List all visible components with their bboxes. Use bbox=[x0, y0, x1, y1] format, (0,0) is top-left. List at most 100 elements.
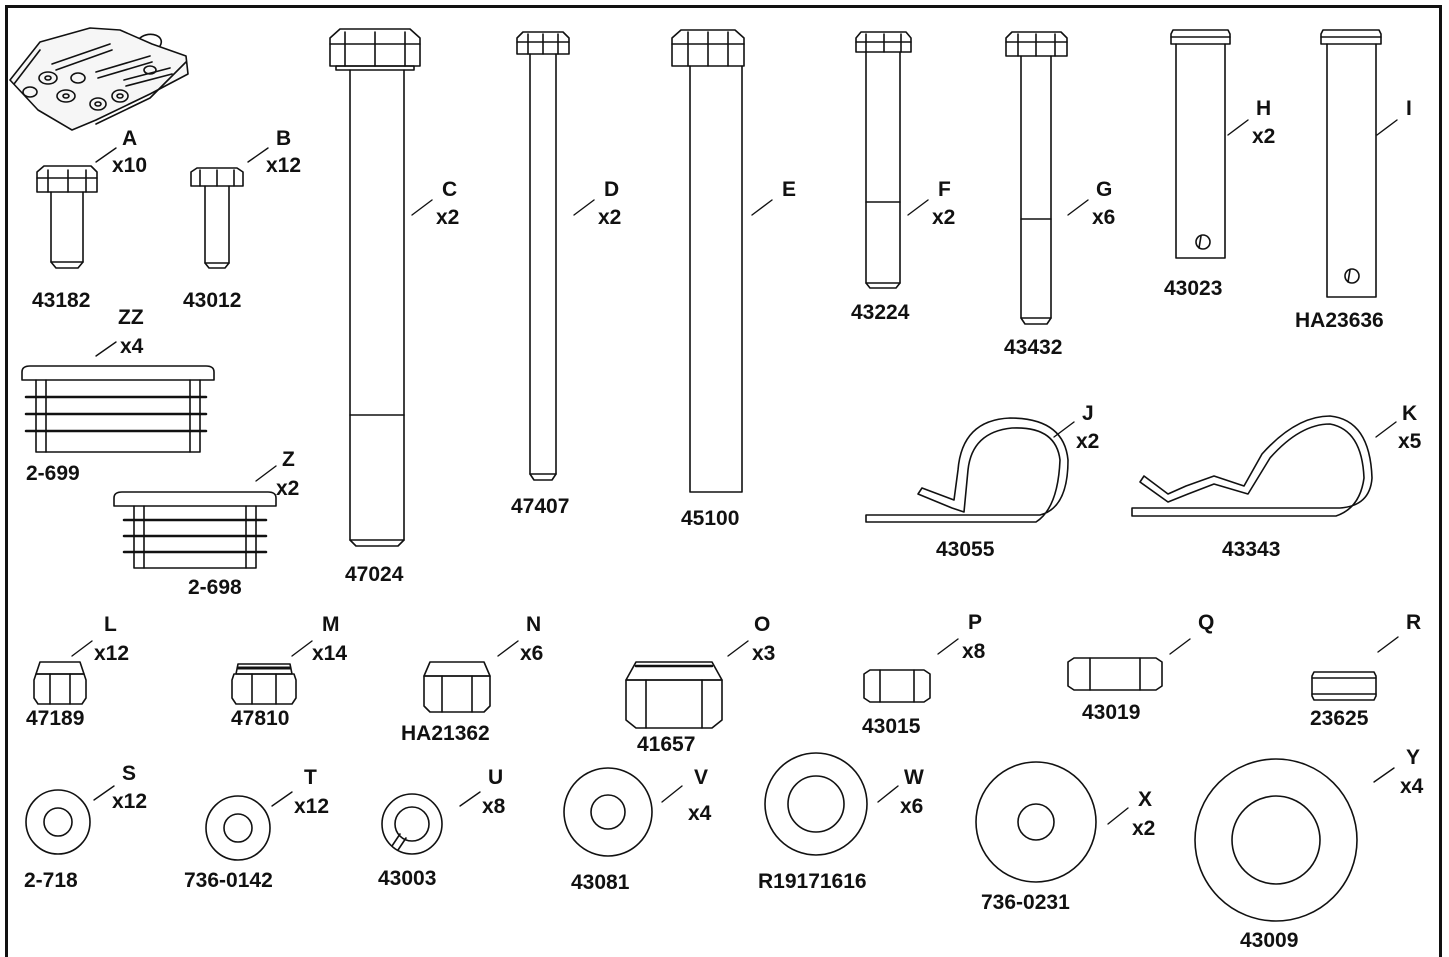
end-cap-zz bbox=[21, 365, 215, 453]
hardware-bag-icon bbox=[9, 27, 189, 131]
part-number: 43009 bbox=[1240, 929, 1299, 952]
part-letter: R bbox=[1406, 611, 1422, 634]
hairpin-clip-k bbox=[1131, 415, 1373, 517]
part-number: 43015 bbox=[862, 715, 921, 738]
part-number: 736-0231 bbox=[981, 891, 1070, 914]
part-quantity: x2 bbox=[932, 206, 956, 229]
leader-lines bbox=[71, 119, 1399, 825]
part-letter: A bbox=[122, 127, 138, 150]
washer-v bbox=[563, 767, 653, 857]
hardware-sheet-border bbox=[5, 5, 1442, 957]
hex-nut-p bbox=[863, 669, 931, 703]
part-number: 43012 bbox=[183, 289, 242, 312]
part-letter: V bbox=[694, 766, 709, 789]
part-quantity: x12 bbox=[266, 154, 302, 177]
clevis-pin-i bbox=[1320, 29, 1382, 298]
part-quantity: x2 bbox=[1252, 125, 1276, 148]
part-number: 47810 bbox=[231, 707, 290, 730]
part-number: 43023 bbox=[1164, 277, 1223, 300]
part-quantity: x6 bbox=[520, 642, 544, 665]
part-number: 47407 bbox=[511, 495, 570, 518]
part-quantity: x10 bbox=[112, 154, 148, 177]
washer-y bbox=[1194, 758, 1358, 922]
end-cap-z bbox=[113, 491, 277, 569]
part-number: 2-699 bbox=[26, 462, 80, 485]
part-number: 43182 bbox=[32, 289, 91, 312]
part-letter: Y bbox=[1406, 746, 1421, 769]
part-letter: M bbox=[322, 613, 340, 636]
bolt-g bbox=[1005, 31, 1068, 325]
part-letter: C bbox=[442, 178, 458, 201]
bolt-b bbox=[190, 167, 244, 269]
part-letter: W bbox=[904, 766, 924, 789]
part-number: HA23636 bbox=[1295, 309, 1384, 332]
clevis-pin-h bbox=[1170, 29, 1231, 259]
part-letter: T bbox=[304, 766, 317, 789]
part-letter: E bbox=[782, 178, 797, 201]
part-letter: D bbox=[604, 178, 620, 201]
part-quantity: x12 bbox=[112, 790, 148, 813]
part-quantity: x2 bbox=[1076, 430, 1100, 453]
bolt-a bbox=[36, 165, 98, 269]
part-letter: O bbox=[754, 613, 771, 636]
part-letter: G bbox=[1096, 178, 1113, 201]
part-quantity: x6 bbox=[1092, 206, 1116, 229]
part-number: 43224 bbox=[851, 301, 910, 324]
part-letter: Q bbox=[1198, 611, 1215, 634]
part-number: 736-0142 bbox=[184, 869, 273, 892]
part-letter: H bbox=[1256, 97, 1272, 120]
part-letter: P bbox=[968, 611, 983, 634]
part-number: 23625 bbox=[1310, 707, 1369, 730]
part-quantity: x4 bbox=[1400, 775, 1424, 798]
part-number: 43055 bbox=[936, 538, 995, 561]
washer-x bbox=[975, 761, 1097, 883]
part-letter: F bbox=[938, 178, 951, 201]
part-quantity: x8 bbox=[482, 795, 506, 818]
part-letter: Z bbox=[282, 448, 295, 471]
part-quantity: x2 bbox=[1132, 817, 1156, 840]
part-letter: I bbox=[1406, 97, 1412, 120]
part-number: 41657 bbox=[637, 733, 696, 756]
part-number: 47189 bbox=[26, 707, 85, 730]
part-quantity: x6 bbox=[900, 795, 924, 818]
part-number: 43019 bbox=[1082, 701, 1141, 724]
part-quantity: x2 bbox=[276, 477, 300, 500]
coupling-nut-r bbox=[1311, 671, 1377, 701]
part-quantity: x14 bbox=[312, 642, 348, 665]
lock-nut-o bbox=[625, 661, 723, 729]
washer-t bbox=[205, 795, 271, 861]
lock-washer-u bbox=[381, 793, 443, 855]
lock-nut-n bbox=[423, 661, 491, 713]
part-letter: ZZ bbox=[118, 306, 144, 329]
part-letter: U bbox=[488, 766, 504, 789]
part-number: 47024 bbox=[345, 563, 404, 586]
part-number: 2-718 bbox=[24, 869, 78, 892]
part-letter: L bbox=[104, 613, 117, 636]
part-quantity: x12 bbox=[94, 642, 130, 665]
part-number: 43003 bbox=[378, 867, 437, 890]
part-letter: N bbox=[526, 613, 542, 636]
bolt-c bbox=[329, 28, 421, 547]
part-quantity: x4 bbox=[688, 802, 712, 825]
bolt-d bbox=[516, 31, 570, 481]
part-quantity: x8 bbox=[962, 640, 986, 663]
part-quantity: x4 bbox=[120, 335, 144, 358]
part-quantity: x5 bbox=[1398, 430, 1422, 453]
part-number: R19171616 bbox=[758, 870, 867, 893]
hex-nut-q bbox=[1067, 657, 1163, 691]
part-number: HA21362 bbox=[401, 722, 490, 745]
lock-nut-m bbox=[231, 663, 297, 705]
hairpin-clip-j bbox=[865, 417, 1069, 523]
part-number: 43343 bbox=[1222, 538, 1281, 561]
part-letter: X bbox=[1138, 788, 1153, 811]
part-number: 43081 bbox=[571, 871, 630, 894]
washer-s bbox=[25, 789, 91, 855]
part-number: 43432 bbox=[1004, 336, 1063, 359]
part-letter: J bbox=[1082, 402, 1094, 425]
washer-w bbox=[764, 752, 868, 856]
part-quantity: x12 bbox=[294, 795, 330, 818]
part-number: 45100 bbox=[681, 507, 740, 530]
bolt-e bbox=[671, 29, 745, 493]
bolt-f bbox=[855, 31, 912, 289]
